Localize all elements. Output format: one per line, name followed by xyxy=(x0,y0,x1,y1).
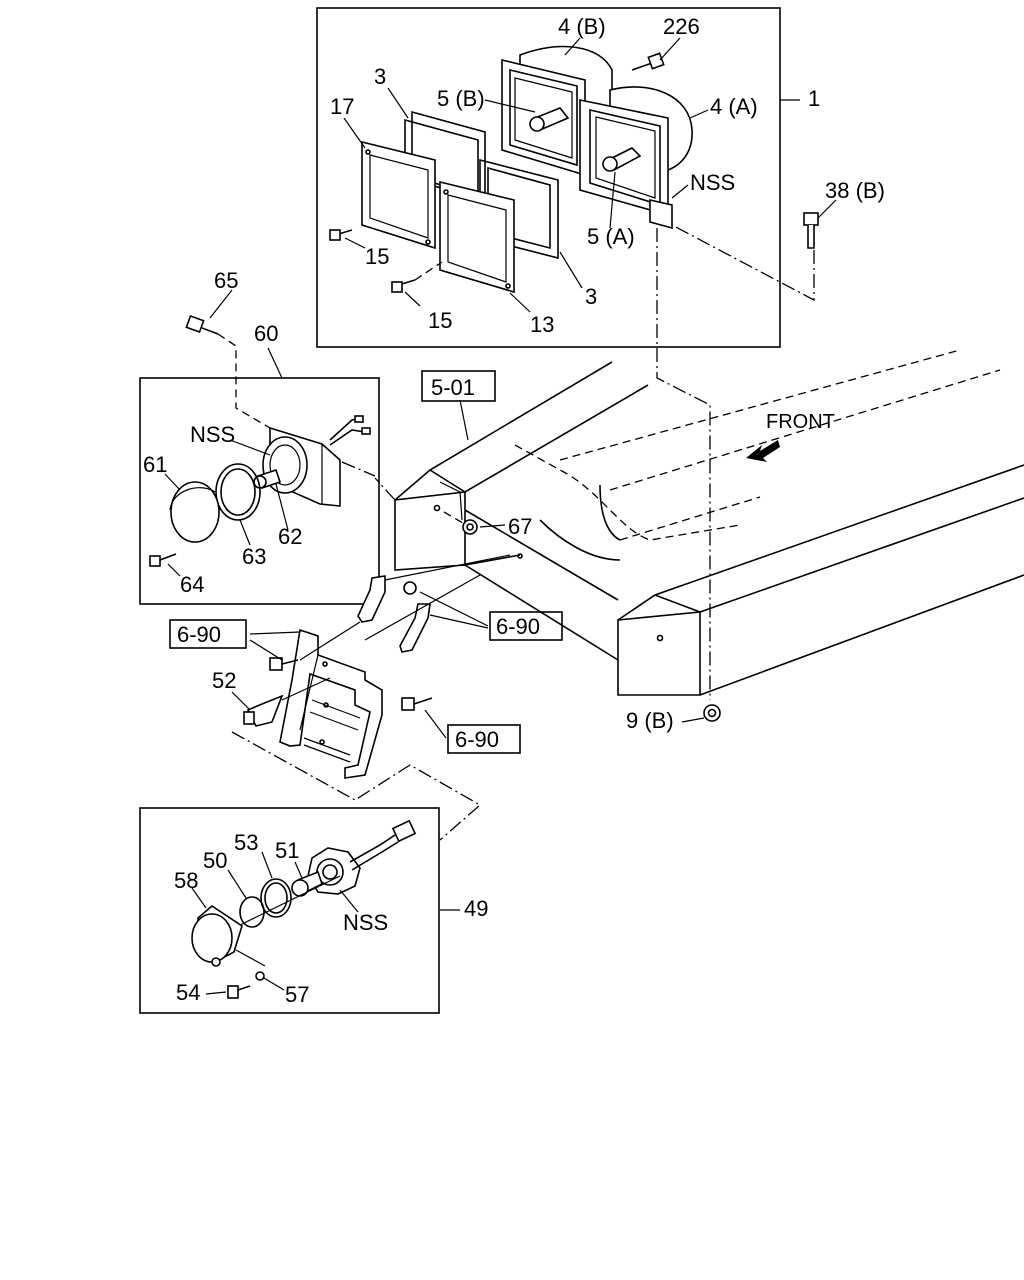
label-60: 60 xyxy=(254,321,278,346)
bezel-13 xyxy=(439,180,515,294)
label-53: 53 xyxy=(234,830,258,855)
label-67: 67 xyxy=(508,514,532,539)
label-4a: 4 (A) xyxy=(710,94,758,119)
label-nss-bottom: NSS xyxy=(343,910,388,935)
label-50: 50 xyxy=(203,848,227,873)
ref-6-90-left: 6-90 xyxy=(177,622,221,647)
label-nss-top: NSS xyxy=(690,170,735,195)
label-3-lower: 3 xyxy=(585,284,597,309)
washer-57 xyxy=(255,971,265,981)
label-5b: 5 (B) xyxy=(437,86,485,111)
nut-67 xyxy=(443,511,478,535)
bolt-226 xyxy=(631,52,665,71)
ref-box-6-90-right xyxy=(489,611,563,641)
bolt-bracket-left xyxy=(269,657,299,671)
lens-61 xyxy=(169,481,220,543)
side-bulb-51 xyxy=(291,870,323,897)
bolt-38b xyxy=(671,212,819,302)
screw-15-a xyxy=(329,229,353,241)
label-63: 63 xyxy=(242,544,266,569)
label-64: 64 xyxy=(180,572,204,597)
label-nss-mid: NSS xyxy=(190,422,235,447)
leader-bracket-to-lamp xyxy=(231,731,482,841)
label-58: 58 xyxy=(174,868,198,893)
ref-5-01: 5-01 xyxy=(431,375,475,400)
label-226: 226 xyxy=(663,14,700,39)
label-9b: 9 (B) xyxy=(626,708,674,733)
label-4b: 4 (B) xyxy=(558,14,606,39)
bulb-5b xyxy=(529,107,570,132)
marker-lamp-box xyxy=(139,377,380,605)
label-3-upper: 3 xyxy=(374,64,386,89)
front-arrow-icon xyxy=(746,440,780,462)
ring-50 xyxy=(239,896,265,928)
label-61: 61 xyxy=(143,452,167,477)
label-15-a: 15 xyxy=(365,244,389,269)
label-38b: 38 (B) xyxy=(825,178,885,203)
label-49: 49 xyxy=(464,896,488,921)
ref-box-6-90-bottom xyxy=(447,724,521,754)
marker-lamp-body xyxy=(262,415,371,507)
bolt-65 xyxy=(185,314,271,429)
label-17: 17 xyxy=(330,94,354,119)
label-57: 57 xyxy=(285,982,309,1007)
ref-box-6-90-left xyxy=(169,619,247,649)
bracket-assembly xyxy=(279,554,511,779)
ref-6-90-bottom: 6-90 xyxy=(455,727,499,752)
nut-9b xyxy=(703,704,721,722)
screw-54 xyxy=(227,985,251,999)
label-52: 52 xyxy=(212,668,236,693)
label-54: 54 xyxy=(176,980,200,1005)
label-5a: 5 (A) xyxy=(587,224,635,249)
ref-box-5-01 xyxy=(421,370,496,402)
leader-headlamp-to-frame xyxy=(656,228,711,700)
clip-52 xyxy=(243,677,331,727)
label-front: FRONT xyxy=(766,411,835,433)
side-lamp-box xyxy=(139,807,440,1014)
bulb-5a xyxy=(602,147,642,172)
gasket-53 xyxy=(260,878,292,918)
headlamp-assembly-box xyxy=(316,7,781,348)
label-15-b: 15 xyxy=(428,308,452,333)
screw-15-b xyxy=(391,261,443,293)
screw-64 xyxy=(149,553,177,567)
gasket-63 xyxy=(215,463,261,521)
lens-58 xyxy=(191,904,243,967)
bezel-17 xyxy=(361,140,436,250)
bolt-bracket-bottom xyxy=(401,697,433,711)
label-13: 13 xyxy=(530,312,554,337)
label-51: 51 xyxy=(275,838,299,863)
side-lamp-housing xyxy=(307,819,417,895)
ref-6-90-right: 6-90 xyxy=(496,614,540,639)
label-65: 65 xyxy=(214,268,238,293)
label-62: 62 xyxy=(278,524,302,549)
bumper-frame xyxy=(374,349,1024,696)
label-1: 1 xyxy=(808,86,820,111)
